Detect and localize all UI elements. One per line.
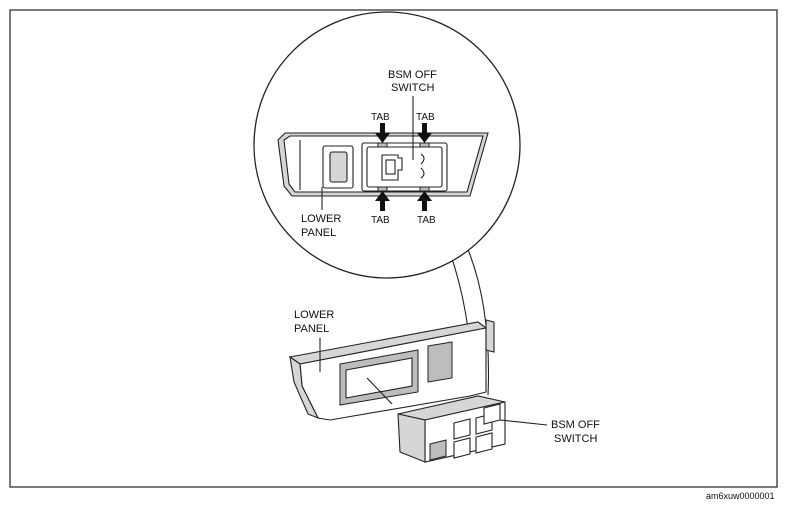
main-lower-panel xyxy=(288,319,495,421)
zoom-switch-label-line1: BSM OFF xyxy=(388,69,437,81)
main-switch-leader xyxy=(499,419,548,426)
insert-guide-line xyxy=(366,377,393,405)
tab-label-top-right: TAB xyxy=(416,112,435,123)
zoom-panel-label-line1: LOWER xyxy=(301,213,341,225)
tab-arrow-bottom-right xyxy=(417,191,432,211)
tab-label-bottom-right: TAB xyxy=(417,215,436,226)
main-switch-label-line2: SWITCH xyxy=(554,433,597,445)
zoom-switch-label-line2: SWITCH xyxy=(391,82,434,94)
figure-frame xyxy=(9,9,778,488)
main-switch-label-line1: BSM OFF xyxy=(551,419,600,431)
figure-code: am6xuw0000001 xyxy=(706,491,775,501)
tab-arrow-top-right xyxy=(417,123,432,143)
zoom-lower-panel xyxy=(277,132,489,197)
main-panel-label-line2: PANEL xyxy=(294,323,329,335)
main-panel-label-line1: LOWER xyxy=(294,309,334,321)
tab-label-top-left: TAB xyxy=(371,112,390,123)
zoom-panel-label-line2: PANEL xyxy=(301,227,336,239)
tab-label-bottom-left: TAB xyxy=(371,215,390,226)
main-bsm-switch xyxy=(397,395,506,463)
tab-arrow-top-left xyxy=(375,123,390,143)
tab-arrow-bottom-left xyxy=(375,191,390,211)
